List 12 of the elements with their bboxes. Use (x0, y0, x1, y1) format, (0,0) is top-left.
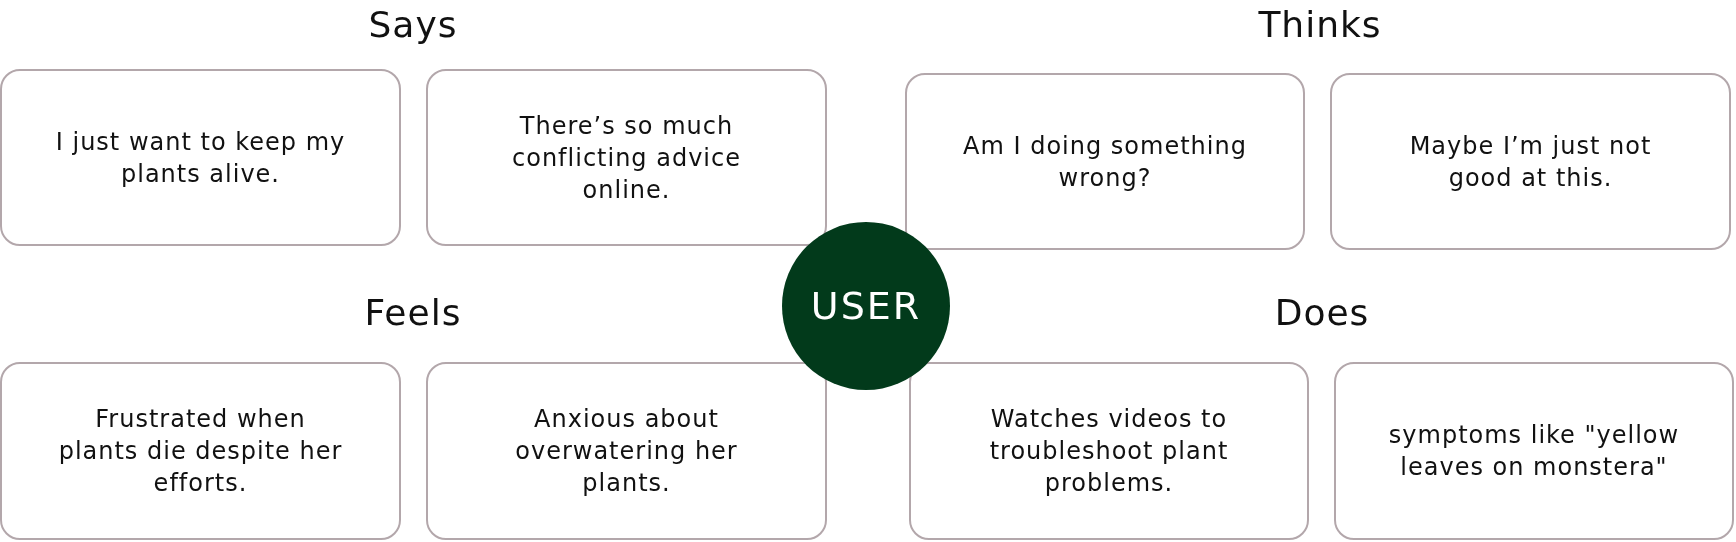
statement-card: Watches videos to troubleshoot plant problems. (909, 362, 1309, 540)
statement-card: There’s so much conflicting advice online. (426, 69, 827, 246)
section-heading: Thinks (1258, 4, 1382, 45)
section-heading: Says (368, 4, 458, 45)
statement-card: Frustrated when plants die despite her efforts. (0, 362, 401, 540)
statement-card: Anxious about overwatering her plants. (426, 362, 827, 540)
section-heading: Does (1274, 292, 1370, 333)
statement-card: Am I doing something wrong? (905, 73, 1305, 250)
statement-card: I just want to keep my plants alive. (0, 69, 401, 246)
statement-card: symptoms like "yellow leaves on monstera" (1334, 362, 1734, 540)
section-heading: Feels (364, 292, 462, 333)
statement-card: Maybe I’m just not good at this. (1330, 73, 1731, 250)
